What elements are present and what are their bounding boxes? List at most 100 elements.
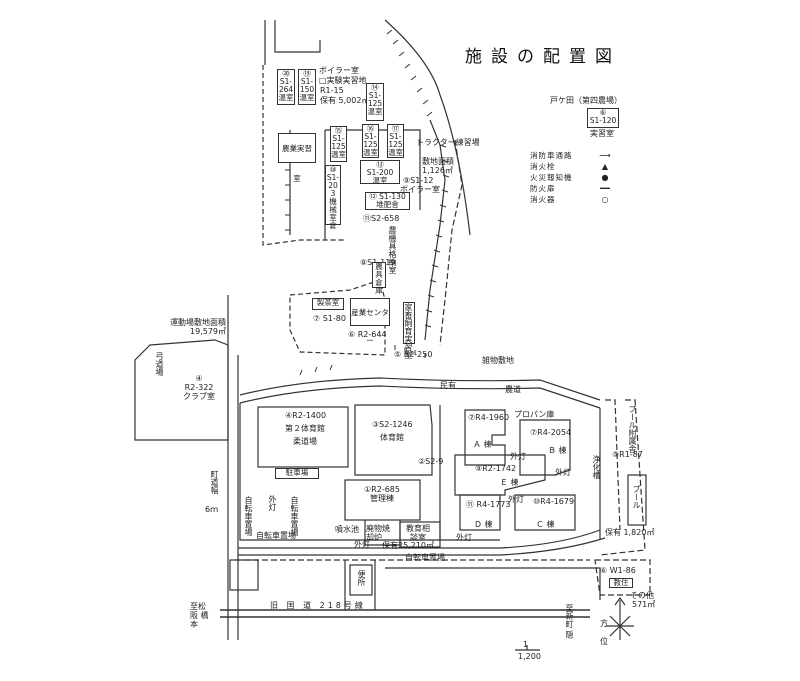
label-gaito-bike: 外灯 bbox=[268, 495, 277, 511]
building-b2-250[interactable]: 家畜飼育実習室 bbox=[403, 302, 415, 359]
building-farm-practice[interactable]: 農業実習室 bbox=[278, 133, 316, 183]
label-tractor-area: 1,126㎡ bbox=[422, 166, 453, 175]
label-e-name[interactable]: Ｅ 棟 bbox=[500, 478, 519, 487]
label-gym[interactable]: ③S2-1246 体育館 bbox=[372, 420, 413, 442]
legend: 消防車通路⟶ 消火栓▲ 火災報知機● 防火扉━━ 消火器○ bbox=[530, 150, 620, 205]
label-road-left: 至松阪 橋本 bbox=[190, 602, 209, 629]
label-boiler-room: ボイラー室 bbox=[319, 66, 359, 75]
legend-item-fire-lane: 消防車通路⟶ bbox=[530, 150, 620, 161]
label-tractor: トラクター練習場 bbox=[416, 138, 480, 147]
thick-line-icon: ━━ bbox=[600, 184, 610, 193]
b-building-outline bbox=[519, 419, 571, 476]
label-area-main: 保有25,210㎡ bbox=[382, 541, 434, 550]
label-farm-lab: □実験実習地 bbox=[319, 76, 367, 85]
label-gym2[interactable]: ④R2-1400 第２体育館 柔道場 bbox=[285, 411, 327, 446]
d-building-outline bbox=[459, 494, 501, 531]
filled-circle-icon: ● bbox=[601, 173, 609, 182]
label-gaito-d: 外灯 bbox=[456, 533, 472, 542]
label-a-code: ⑦R4-1960 bbox=[468, 413, 510, 422]
kyoiku-outline bbox=[399, 521, 441, 548]
label-b-name[interactable]: Ｂ 棟 bbox=[548, 446, 567, 455]
label-waste-land: 雑物敷地 bbox=[482, 356, 514, 365]
legend-item-fire-door: 防火扉━━ bbox=[530, 183, 620, 194]
boundary-line bbox=[274, 20, 321, 53]
label-town-road-width: 6ｍ bbox=[205, 505, 219, 514]
building-parking[interactable]: 駐車場 bbox=[275, 468, 319, 479]
label-r2-644: ⑥ R2-644 bbox=[348, 330, 387, 339]
building-s1-119[interactable]: 農具倉庫 bbox=[372, 262, 386, 295]
label-a-name[interactable]: Ａ 棟 bbox=[473, 440, 492, 449]
label-s1-80: ⑦ S1-80 bbox=[313, 314, 346, 323]
main-road bbox=[239, 385, 601, 409]
boundary-line bbox=[385, 567, 601, 600]
a-building-outline bbox=[464, 409, 506, 466]
building-s2-658-name: 農機具格納室 bbox=[388, 226, 397, 274]
label-boiler-12: ボイラー室 bbox=[400, 185, 440, 194]
label-pool[interactable]: プール bbox=[632, 485, 641, 509]
bike-shed-outline bbox=[349, 564, 373, 596]
internal-road bbox=[238, 529, 601, 549]
label-bike-3: 自転車置場 bbox=[256, 531, 296, 540]
internal-road bbox=[238, 537, 606, 556]
label-bike-2: 自転車置場 bbox=[290, 496, 299, 536]
label-s2-9: ②S2-9 bbox=[418, 457, 444, 466]
annex-building[interactable]: ⑥ S1-120 bbox=[587, 108, 619, 128]
gym2-outline bbox=[257, 406, 349, 468]
label-waste-storage: 廃物焼却炉 bbox=[366, 524, 390, 542]
label-pool-annex-code: ⑤R1-87 bbox=[612, 450, 643, 459]
e-building-outline bbox=[454, 454, 546, 496]
label-counseling[interactable]: 教育相談室 bbox=[406, 524, 430, 542]
label-d-name[interactable]: Ｄ 棟 bbox=[474, 520, 493, 529]
label-gaito-e: 外灯 bbox=[555, 468, 571, 477]
building-lodge[interactable]: 教住 bbox=[609, 578, 633, 588]
label-sports-area: 19,579㎡ bbox=[190, 327, 226, 336]
label-pool-annex: プール附属舎 bbox=[628, 405, 637, 453]
compass-rose bbox=[606, 600, 634, 640]
label-c-name[interactable]: Ｃ 棟 bbox=[536, 520, 555, 529]
label-other: その他 bbox=[630, 591, 654, 600]
label-s1-12: ⑨S1-12 bbox=[403, 176, 434, 185]
toilet-outline bbox=[229, 559, 259, 591]
triangle-icon: ▲ bbox=[601, 162, 609, 171]
label-propane: プロパン庫 bbox=[514, 410, 555, 419]
kanri-outline bbox=[344, 479, 421, 521]
label-area-top: 保有 5,002㎡ bbox=[320, 96, 370, 105]
label-private-land: 民有 bbox=[440, 381, 456, 390]
label-b-code: ⑦R4-2054 bbox=[530, 428, 572, 437]
building-tea-room[interactable]: 製茶室 bbox=[312, 298, 344, 310]
slope-line bbox=[439, 139, 463, 346]
label-archery: 弓道場 bbox=[155, 352, 164, 376]
label-septic-tank: 浄化槽 bbox=[592, 455, 601, 479]
label-fountain: 噴水池 bbox=[335, 525, 359, 534]
c-building-outline bbox=[514, 494, 576, 531]
center-boundary bbox=[289, 279, 386, 356]
arrow-icon: ⟶ bbox=[599, 151, 611, 160]
slope-line bbox=[424, 119, 446, 341]
label-s2-658: ⑪S2-658 bbox=[363, 214, 400, 223]
scale-numerator: 1 bbox=[523, 640, 529, 649]
label-r1-15: R1-15 bbox=[320, 86, 344, 95]
north-arrow bbox=[614, 596, 626, 606]
building-industry-center[interactable]: 産業センター bbox=[350, 298, 390, 345]
label-bike-1: 自転車置場 bbox=[244, 496, 253, 536]
label-road-right: 至新町 隠 bbox=[565, 604, 574, 639]
label-gaito-a: 外灯 bbox=[510, 452, 526, 461]
legend-item-extinguisher: 消火器○ bbox=[530, 194, 620, 205]
label-gaito-main: 外灯 bbox=[354, 540, 370, 549]
label-national-road: 旧 国 道 218号線 bbox=[270, 601, 366, 610]
label-e-code: ⑨R2-1742 bbox=[475, 464, 517, 473]
label-d-code: ⑪ R4-1773 bbox=[466, 500, 511, 509]
open-circle-icon: ○ bbox=[601, 195, 609, 204]
campus-wall bbox=[239, 403, 500, 541]
